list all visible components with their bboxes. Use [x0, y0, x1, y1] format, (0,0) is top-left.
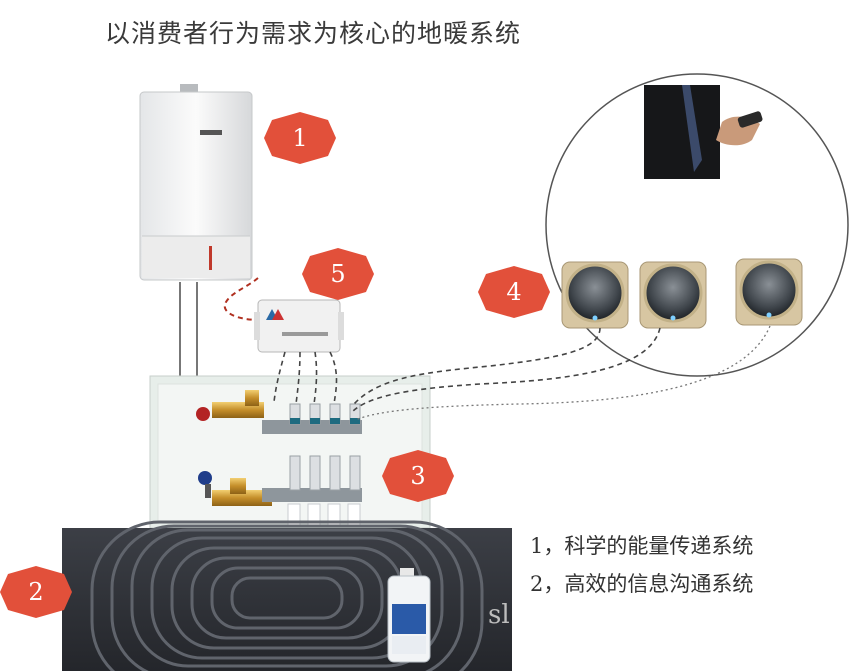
- watermark-text: sl: [488, 600, 510, 630]
- legend-item-information: 2，高效的信息沟通系统: [530, 572, 754, 596]
- badge-5-shape: [302, 248, 374, 300]
- wiring-control-box: [254, 299, 344, 353]
- badge-2-shape: [0, 566, 72, 618]
- badge-thermostats: 4: [506, 278, 522, 306]
- phone-user-photo: [644, 85, 763, 179]
- badge-manifold: 3: [410, 462, 426, 490]
- badge-4-shape: [478, 266, 550, 318]
- floor-heating-coils: [62, 520, 512, 671]
- badge-floor-heating: 2: [28, 578, 44, 606]
- badge-1-shape: [264, 112, 336, 164]
- thermostat-1: [561, 261, 629, 329]
- manifold: [196, 390, 362, 527]
- signal-wires: [273, 327, 661, 413]
- smart-control-circle: [545, 73, 849, 377]
- thermostat-2: [639, 261, 707, 329]
- system-protector-bottle: [387, 568, 431, 663]
- badge-control-box: 5: [330, 260, 346, 288]
- diagram-title: 以消费者行为需求为核心的地暖系统: [105, 19, 522, 48]
- thermostat-3: [735, 258, 803, 326]
- legend-item-energy: 1，科学的能量传递系统: [530, 534, 754, 558]
- boiler-control-cable: [223, 277, 261, 321]
- badge-3-shape: [382, 450, 454, 502]
- badge-boiler: 1: [292, 124, 308, 152]
- boiler: [139, 84, 253, 281]
